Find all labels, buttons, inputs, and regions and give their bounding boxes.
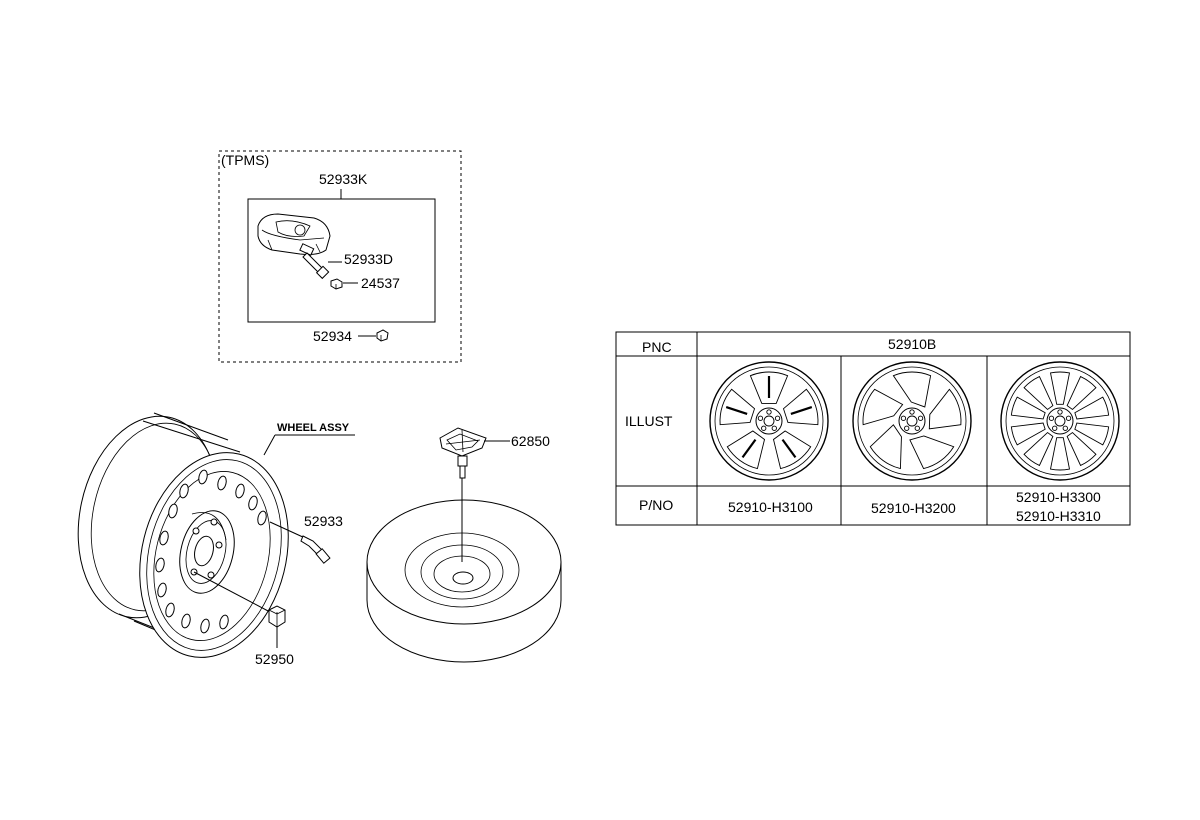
tire-valve-icon xyxy=(300,535,331,564)
wheel-lug xyxy=(761,425,767,431)
wheel-window xyxy=(719,388,756,426)
row-header-illust: ILLUST xyxy=(625,413,673,429)
wheel-window xyxy=(1010,422,1046,446)
wheel-spoke xyxy=(790,406,813,415)
wheel-lug xyxy=(771,425,777,431)
wheel-lug xyxy=(1065,415,1072,421)
wheel-illustration-h3300 xyxy=(1000,361,1120,481)
wheel-window xyxy=(1074,422,1110,446)
wheel-window xyxy=(1074,396,1110,420)
wheel-window xyxy=(928,388,962,430)
wheel-vent-holes xyxy=(155,469,267,634)
wheel-window xyxy=(1066,431,1097,467)
wheel-window xyxy=(1010,396,1046,420)
wheel-window xyxy=(1049,437,1071,471)
wheel-spoke xyxy=(781,438,797,459)
wheel-window xyxy=(1023,375,1054,411)
wheel-window xyxy=(869,424,902,470)
part-number-cell: 52910-H3100 xyxy=(728,499,813,515)
wheel-nut-icon xyxy=(268,605,286,628)
part-label-62850: 62850 xyxy=(511,433,550,449)
tpms-dashed-border xyxy=(218,150,462,363)
spare-tire-drawing xyxy=(366,499,562,663)
wheel-lug xyxy=(900,415,907,421)
valve-cap-icon xyxy=(376,329,389,342)
wheel-window xyxy=(892,371,932,408)
wheel-illustration-h3200 xyxy=(852,361,972,481)
tpms-kit-part-label: 52933K xyxy=(319,171,368,187)
valve-stem-icon xyxy=(299,243,342,280)
valve-nut-icon xyxy=(330,278,358,290)
wheel-table: PNC ILLUST P/NO 52910B 52910-H3100 52910… xyxy=(615,331,1131,526)
wheel-window xyxy=(1049,371,1071,405)
row-header-pno: P/NO xyxy=(639,497,673,513)
steel-wheel-drawing xyxy=(77,412,289,658)
part-label-24537: 24537 xyxy=(361,275,400,291)
wheel-lug xyxy=(766,409,772,415)
tpms-kit-box xyxy=(247,198,436,323)
part-number-cell: 52910-H3200 xyxy=(871,500,956,516)
wheel-window xyxy=(782,388,819,426)
wheel-lug xyxy=(914,425,920,431)
spare-hold-down-bolt-icon xyxy=(439,427,510,562)
part-label-52950: 52950 xyxy=(255,651,294,667)
part-number-cell: 52910-H3310 xyxy=(1016,508,1101,524)
wheel-spoke xyxy=(741,438,757,459)
wheel-lug xyxy=(1057,409,1063,415)
wheel-lug xyxy=(757,415,764,421)
tpms-group: (TPMS) 52933K 52933D 24537 529 xyxy=(218,150,462,363)
wheel-lug xyxy=(904,425,910,431)
wheel-window xyxy=(862,388,904,426)
part-label-52933: 52933 xyxy=(304,513,343,529)
wheel-lug xyxy=(774,415,781,421)
wheel-assy-label: WHEEL ASSY xyxy=(277,422,350,434)
wheel-illustration-h3100 xyxy=(709,361,829,481)
wheel-lug xyxy=(1048,415,1055,421)
part-number-cell: 52910-H3300 xyxy=(1016,489,1101,505)
wheel-window xyxy=(1066,375,1097,411)
tpms-sensor-icon xyxy=(257,213,331,255)
pnc-value: 52910B xyxy=(888,336,936,352)
tpms-group-label: (TPMS) xyxy=(221,152,269,168)
part-label-52933d: 52933D xyxy=(344,251,393,267)
wheel-window xyxy=(909,435,955,470)
row-header-pnc: PNC xyxy=(642,339,672,355)
wheel-window xyxy=(1023,431,1054,467)
wheel-lug xyxy=(909,409,915,415)
wheel-spoke xyxy=(725,406,748,415)
wheel-lug xyxy=(1052,425,1058,431)
wheel-lug xyxy=(917,415,924,421)
wheel-lug xyxy=(1062,425,1068,431)
part-label-52934: 52934 xyxy=(313,328,352,344)
